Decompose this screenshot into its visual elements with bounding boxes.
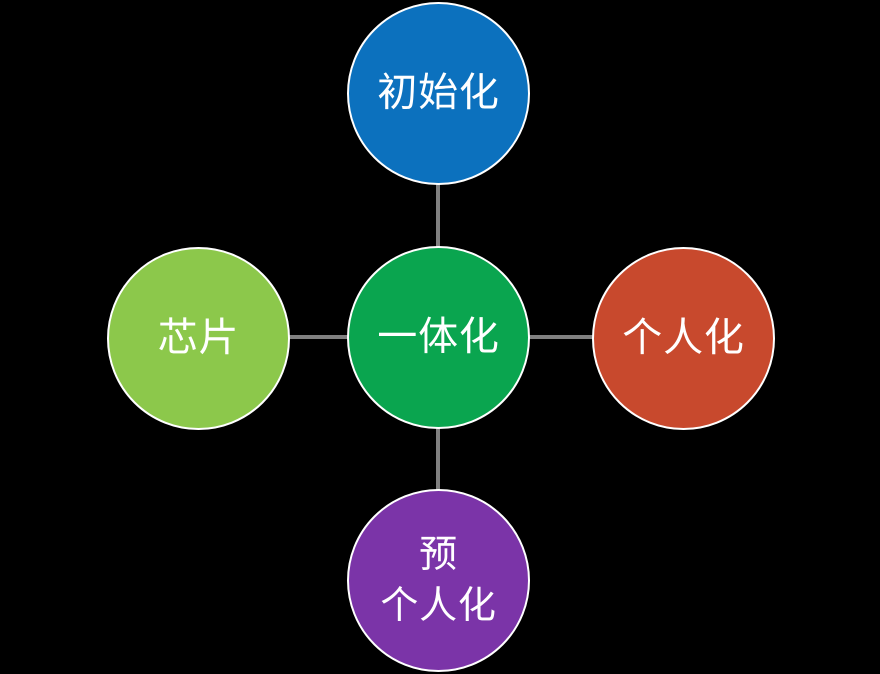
node-personalization-label: 个人化 (622, 316, 745, 361)
connector-integration-to-init (436, 178, 440, 252)
node-integration[interactable]: 一体化 (347, 246, 530, 429)
node-chip[interactable]: 芯片 (107, 247, 290, 430)
node-init[interactable]: 初始化 (347, 2, 530, 185)
connector-integration-to-chip (282, 335, 356, 339)
connector-integration-to-personalization (522, 335, 596, 339)
node-pre-personalization-label: 预 个人化 (380, 534, 497, 627)
node-personalization[interactable]: 个人化 (592, 247, 775, 430)
node-chip-label: 芯片 (157, 316, 240, 361)
node-integration-label: 一体化 (377, 315, 500, 360)
connector-integration-to-pre-personalization (436, 422, 440, 496)
node-pre-personalization[interactable]: 预 个人化 (347, 489, 530, 672)
node-init-label: 初始化 (377, 71, 500, 116)
